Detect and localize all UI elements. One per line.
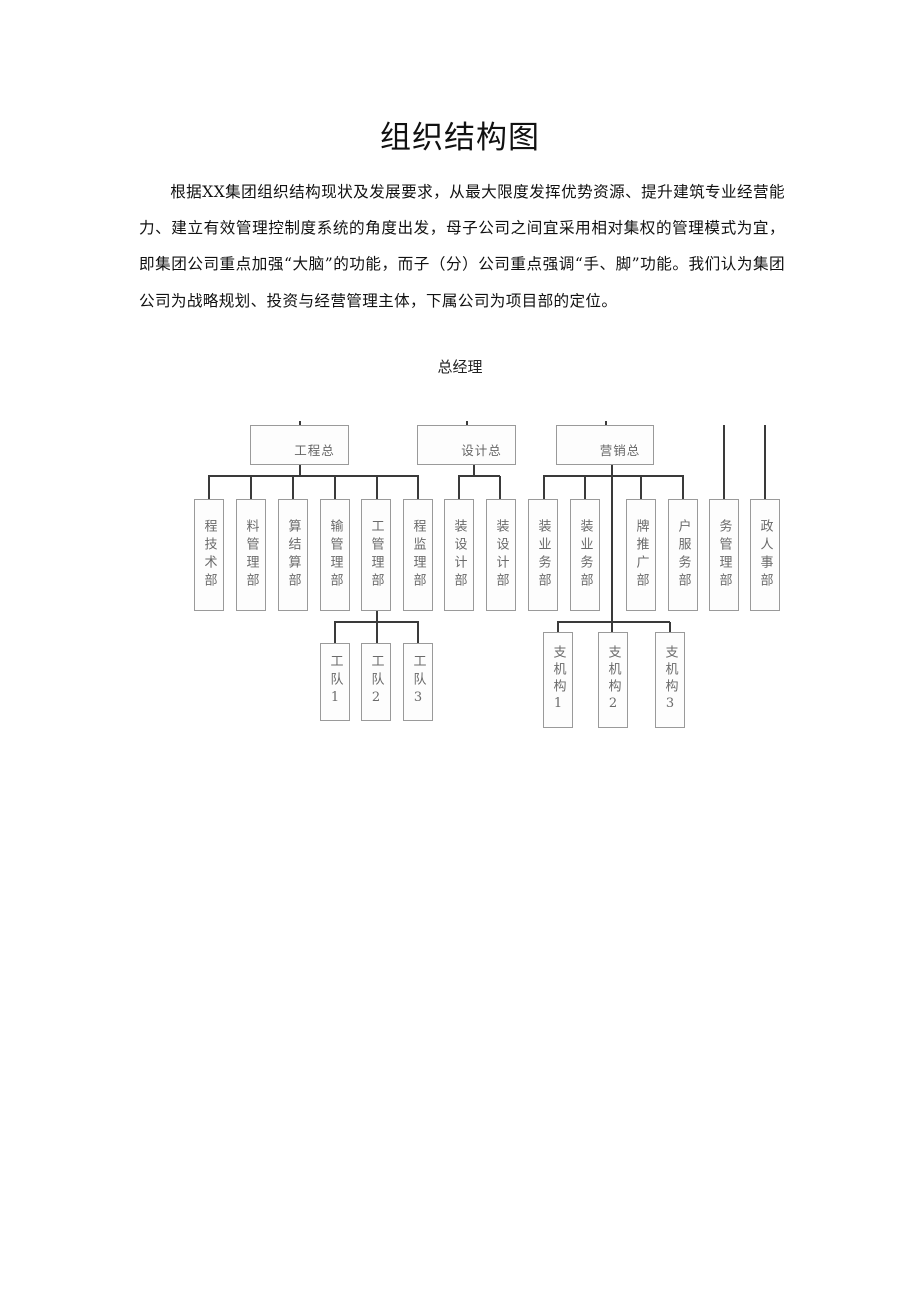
connector-line (669, 622, 671, 632)
org-node-label: 工管理部 (368, 519, 384, 591)
org-node-label: 支机构1 (550, 645, 566, 715)
intro-paragraph: 根据XX集团组织结构现状及发展要求，从最大限度发挥优势资源、提升建筑专业经营能力… (139, 183, 785, 310)
org-node-label: 工队1 (327, 654, 343, 710)
org-team: 工队3 (403, 643, 433, 721)
connector-line (499, 476, 501, 499)
org-dept: 装业务部 (528, 499, 558, 611)
org-node-label: 料管理部 (243, 519, 259, 591)
org-node-engineering-head: 工程总 (250, 425, 349, 465)
connector-line (557, 621, 670, 623)
org-node-label: 营销总 (599, 443, 641, 458)
org-dept: 程技术部 (194, 499, 224, 611)
connector-line (376, 611, 378, 623)
connector-line (611, 464, 613, 623)
connector-line (334, 621, 419, 623)
org-root-general-manager: 总经理 (437, 358, 483, 376)
org-dept: 装业务部 (570, 499, 600, 611)
org-node-label: 务管理部 (716, 519, 732, 591)
connector-line (458, 476, 460, 499)
connector-line (334, 622, 336, 643)
org-chart: 工程总 设计总 营销总 程技术部 料管理部 算结算部 输管理部 工管理部 程监理… (194, 421, 780, 728)
connector-line (764, 425, 766, 499)
org-dept: 牌推广部 (626, 499, 656, 611)
org-node-label: 装设计部 (493, 519, 509, 591)
connector-line (208, 475, 419, 477)
org-node-label: 设计总 (461, 443, 502, 458)
org-dept: 料管理部 (236, 499, 266, 611)
org-node-label: 工队2 (368, 654, 384, 710)
connector-line (208, 476, 210, 499)
connector-line (611, 622, 613, 632)
org-dept: 程监理部 (403, 499, 433, 611)
org-node-label: 支机构3 (662, 645, 678, 715)
connector-line (376, 476, 378, 499)
connector-line (417, 476, 419, 499)
org-node-label: 工程总 (294, 443, 335, 458)
connector-line (292, 476, 294, 499)
org-branch: 支机构2 (598, 632, 628, 728)
connector-line (557, 622, 559, 632)
org-team: 工队2 (361, 643, 391, 721)
org-node-label: 算结算部 (285, 519, 301, 591)
org-node-label: 装业务部 (535, 519, 551, 591)
connector-line (543, 475, 684, 477)
org-dept: 装设计部 (444, 499, 474, 611)
connector-line (250, 476, 252, 499)
org-branch: 支机构1 (543, 632, 573, 728)
org-dept: 算结算部 (278, 499, 308, 611)
connector-line (334, 476, 336, 499)
connector-line (417, 622, 419, 643)
connector-line (682, 476, 684, 499)
org-dept: 工管理部 (361, 499, 391, 611)
connector-line (723, 425, 725, 499)
org-node-label: 支机构2 (605, 645, 621, 715)
org-dept: 务管理部 (709, 499, 739, 611)
org-node-label: 装设计部 (451, 519, 467, 591)
org-node-label: 装业务部 (577, 519, 593, 591)
org-team: 工队1 (320, 643, 350, 721)
connector-line (543, 476, 545, 499)
org-node-label: 政人事部 (757, 519, 773, 591)
document-title: 组织结构图 (380, 120, 540, 156)
connector-line (584, 476, 586, 499)
connector-line (299, 464, 301, 476)
org-dept: 输管理部 (320, 499, 350, 611)
connector-line (473, 464, 475, 476)
org-node-marketing-head: 营销总 (556, 425, 654, 465)
org-branch: 支机构3 (655, 632, 685, 728)
connector-line (376, 622, 378, 643)
connector-line (458, 475, 500, 477)
org-dept: 政人事部 (750, 499, 780, 611)
connector-line (640, 476, 642, 499)
org-node-label: 牌推广部 (633, 519, 649, 591)
org-node-label: 工队3 (410, 654, 426, 710)
org-dept: 户服务部 (668, 499, 698, 611)
org-node-label: 程监理部 (410, 519, 426, 591)
org-node-label: 输管理部 (327, 519, 343, 591)
org-node-label: 户服务部 (675, 519, 691, 591)
org-node-design-head: 设计总 (417, 425, 516, 465)
org-dept: 装设计部 (486, 499, 516, 611)
org-node-label: 程技术部 (201, 519, 217, 591)
